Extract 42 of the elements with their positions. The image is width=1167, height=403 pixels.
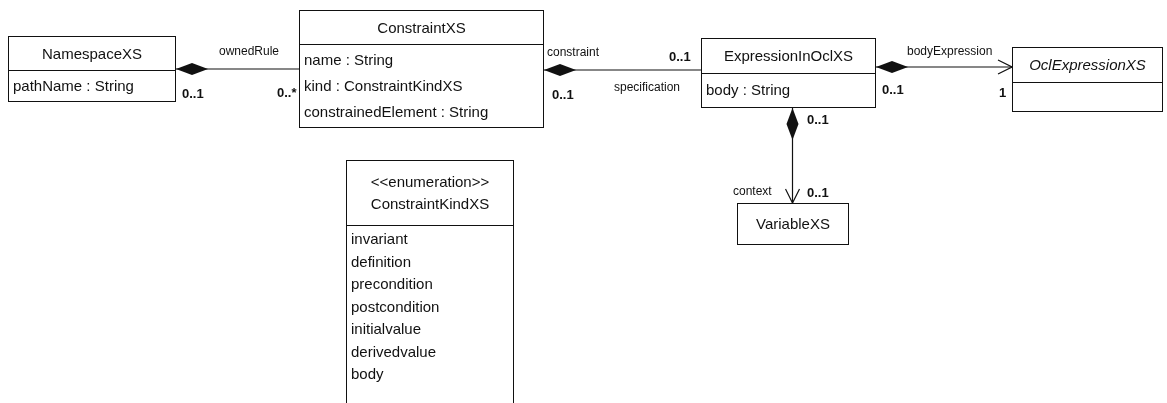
enum-literal: body bbox=[351, 364, 385, 384]
composition-line bbox=[784, 107, 801, 204]
class-name: ConstraintKindXS bbox=[370, 194, 490, 214]
multiplicity-label: 0..1 bbox=[882, 82, 904, 97]
class-name: ConstraintXS bbox=[377, 17, 466, 38]
enum-literal: initialvalue bbox=[351, 319, 423, 339]
class-name: OclExpressionXS bbox=[1029, 55, 1146, 76]
composition-line bbox=[543, 64, 702, 76]
class-box bbox=[299, 10, 544, 128]
stereotype-text: <<enumeration>> bbox=[370, 172, 490, 193]
enum-literal: invariant bbox=[351, 229, 409, 249]
multiplicity-label: 1 bbox=[999, 85, 1007, 100]
class-name: ExpressionInOclXS bbox=[723, 46, 854, 67]
role-label: specification bbox=[614, 80, 681, 94]
role-label: context bbox=[733, 184, 772, 198]
class-box bbox=[346, 160, 514, 403]
enum-literal: derivedvalue bbox=[351, 341, 438, 362]
attribute-text: pathName : String bbox=[13, 76, 135, 96]
class-name: VariableXS bbox=[756, 214, 830, 235]
enum-literal: definition bbox=[351, 251, 413, 272]
attribute-text: constrainedElement : String bbox=[304, 102, 490, 122]
composition-line bbox=[175, 63, 300, 75]
class-name: NamespaceXS bbox=[41, 43, 143, 64]
role-label: constraint bbox=[547, 45, 600, 59]
class-box bbox=[8, 36, 176, 102]
class-box bbox=[737, 203, 849, 245]
multiplicity-label: 0..1 bbox=[669, 49, 691, 64]
enum-literal: postcondition bbox=[351, 296, 441, 317]
multiplicity-label: 0..1 bbox=[552, 87, 574, 102]
class-box bbox=[1012, 47, 1163, 112]
multiplicity-label: 0..1 bbox=[182, 86, 204, 101]
multiplicity-label: 0..* bbox=[277, 85, 297, 100]
role-label: ownedRule bbox=[219, 44, 280, 58]
multiplicity-label: 0..1 bbox=[807, 185, 829, 200]
composition-line bbox=[875, 59, 1013, 75]
attribute-text: body : String bbox=[706, 80, 792, 100]
attribute-text: kind : ConstraintKindXS bbox=[304, 76, 464, 96]
multiplicity-label: 0..1 bbox=[807, 112, 829, 127]
role-label: bodyExpression bbox=[907, 44, 993, 58]
class-box bbox=[701, 38, 876, 108]
enum-literal: precondition bbox=[351, 274, 434, 294]
attribute-text: name : String bbox=[304, 50, 395, 70]
